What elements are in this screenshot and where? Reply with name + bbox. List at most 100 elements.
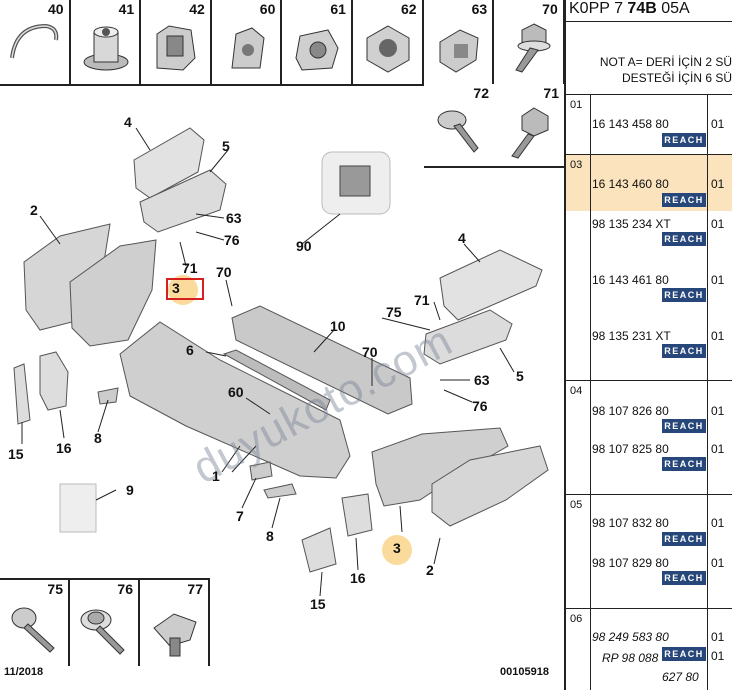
part-number[interactable]: 16 143 461 80 <box>592 273 669 287</box>
part-number[interactable]: 16 143 460 80 <box>592 177 669 191</box>
callout-71[interactable]: 71 <box>182 260 198 276</box>
thumb-71[interactable]: 71 <box>494 84 564 168</box>
part-quantity: 01 <box>711 404 725 418</box>
callout-1[interactable]: 1 <box>212 468 220 484</box>
screw-washer-icon <box>80 609 125 655</box>
divider <box>707 95 708 154</box>
thumb-63[interactable]: 63 <box>423 0 495 84</box>
parts-group-06[interactable]: 06 98 249 583 80 01 RP 98 088 REACH 01 6… <box>566 609 732 690</box>
callout-4[interactable]: 4 <box>124 114 132 130</box>
divider <box>707 381 708 494</box>
part-number[interactable]: 98 107 826 80 <box>592 404 669 418</box>
part-quantity: 01 <box>711 177 725 191</box>
parts-drawing <box>13 127 549 597</box>
callout-8[interactable]: 8 <box>266 528 274 544</box>
reach-badge: REACH <box>662 532 706 546</box>
callout-3[interactable]: 3 <box>393 540 401 556</box>
parts-group-04[interactable]: 04 98 107 826 80 01 REACH 98 107 825 80 … <box>566 381 732 495</box>
note-line: NOT A= DERİ İÇİN 2 SÜ <box>599 55 732 69</box>
callout-4[interactable]: 4 <box>458 230 466 246</box>
parts-group-01[interactable]: 01 16 143 458 80 01 REACH <box>566 95 732 155</box>
callout-60[interactable]: 60 <box>228 384 244 400</box>
part-quantity: 01 <box>711 273 725 287</box>
callout-71[interactable]: 71 <box>414 292 430 308</box>
callout-76[interactable]: 76 <box>472 398 488 414</box>
callout-70[interactable]: 70 <box>216 264 232 280</box>
reach-badge: REACH <box>662 647 706 661</box>
part-2-right-endcap <box>431 445 549 527</box>
part-quantity: 01 <box>711 217 725 231</box>
diagram-date: 11/2018 <box>4 666 44 678</box>
callout-8[interactable]: 8 <box>94 430 102 446</box>
callout-3[interactable]: 3 <box>172 280 180 296</box>
callout-63[interactable]: 63 <box>474 372 490 388</box>
parts-group-03[interactable]: 03 16 143 460 80 01 REACH 98 135 234 XT … <box>566 155 732 381</box>
part-number[interactable]: 98 107 832 80 <box>592 516 669 530</box>
part-number[interactable]: 98 135 234 XT <box>592 217 671 231</box>
part-4-left-bracket <box>133 127 205 199</box>
part-16-left <box>39 351 69 411</box>
part-number[interactable]: 98 107 829 80 <box>592 556 669 570</box>
thumb-40[interactable]: 40 <box>0 0 71 84</box>
clip-retainer-icon <box>439 29 479 73</box>
part-quantity: 01 <box>711 516 725 530</box>
ref-bold: 74B <box>627 0 657 17</box>
thumb-70[interactable]: 70 <box>494 0 564 84</box>
part-number-continued: 627 80 <box>662 670 699 684</box>
part-number[interactable]: 16 143 458 80 <box>592 117 669 131</box>
callout-90[interactable]: 90 <box>296 238 312 254</box>
clip-wire-icon <box>10 23 59 59</box>
part-number[interactable]: 98 107 825 80 <box>592 442 669 456</box>
callout-7[interactable]: 7 <box>236 508 244 524</box>
callout-10[interactable]: 10 <box>330 318 346 334</box>
thumb-42[interactable]: 42 <box>141 0 212 84</box>
part-7 <box>249 461 273 481</box>
thumb-75[interactable]: 75 <box>0 580 70 666</box>
callout-highlight-circle <box>168 275 198 305</box>
part-number[interactable]: RP 98 088 <box>602 651 659 665</box>
callout-70[interactable]: 70 <box>362 344 378 360</box>
reach-badge: REACH <box>662 133 706 147</box>
thumb-62[interactable]: 62 <box>352 0 424 84</box>
cage-nut-icon <box>295 29 339 71</box>
divider <box>707 609 708 690</box>
part-quantity: 01 <box>711 442 725 456</box>
thumb-number: 75 <box>47 581 63 597</box>
thumb-number: 42 <box>189 1 205 17</box>
thumb-60[interactable]: 60 <box>211 0 283 84</box>
thumb-number: 40 <box>48 1 64 17</box>
callout-16[interactable]: 16 <box>350 570 366 586</box>
callout-76[interactable]: 76 <box>224 232 240 248</box>
part-5-left-bracket <box>139 169 227 233</box>
part-number[interactable]: 98 249 583 80 <box>592 630 669 644</box>
catalog-reference-title: K0PP 7 74B 05A <box>569 0 690 18</box>
callout-63[interactable]: 63 <box>226 210 242 226</box>
callout-16[interactable]: 16 <box>56 440 72 456</box>
bolt-hex-icon <box>511 107 549 159</box>
thumb-72[interactable]: 72 <box>424 84 496 168</box>
ref-suffix: 05A <box>656 0 690 17</box>
thumb-number: 71 <box>543 85 559 101</box>
thumb-41[interactable]: 41 <box>70 0 142 84</box>
callout-15[interactable]: 15 <box>8 446 24 462</box>
diagram-reference: 00105918 <box>500 666 549 678</box>
thumb-number: 41 <box>118 1 135 17</box>
part-1-bumper <box>119 321 351 479</box>
callout-9[interactable]: 9 <box>126 482 134 498</box>
callout-5[interactable]: 5 <box>516 368 524 384</box>
ref-prefix: K0PP 7 <box>569 0 628 17</box>
parts-group-05[interactable]: 05 98 107 832 80 01 REACH 98 107 829 80 … <box>566 495 732 609</box>
callout-75[interactable]: 75 <box>386 304 402 320</box>
thumb-77[interactable]: 77 <box>140 580 210 666</box>
callout-5[interactable]: 5 <box>222 138 230 154</box>
thumb-76[interactable]: 76 <box>70 580 140 666</box>
callout-6[interactable]: 6 <box>186 342 194 358</box>
callout-2[interactable]: 2 <box>426 562 434 578</box>
parts-list-panel: K0PP 7 74B 05A NOT A= DERİ İÇİN 2 SÜ DES… <box>566 0 732 690</box>
top-fastener-thumbnails: 40 41 42 60 61 62 63 70 <box>0 0 564 86</box>
thumb-61[interactable]: 61 <box>282 0 353 84</box>
callout-15[interactable]: 15 <box>310 596 326 612</box>
callout-highlight-circle <box>382 535 412 565</box>
callout-2[interactable]: 2 <box>30 202 38 218</box>
part-number[interactable]: 98 135 231 XT <box>592 329 671 343</box>
